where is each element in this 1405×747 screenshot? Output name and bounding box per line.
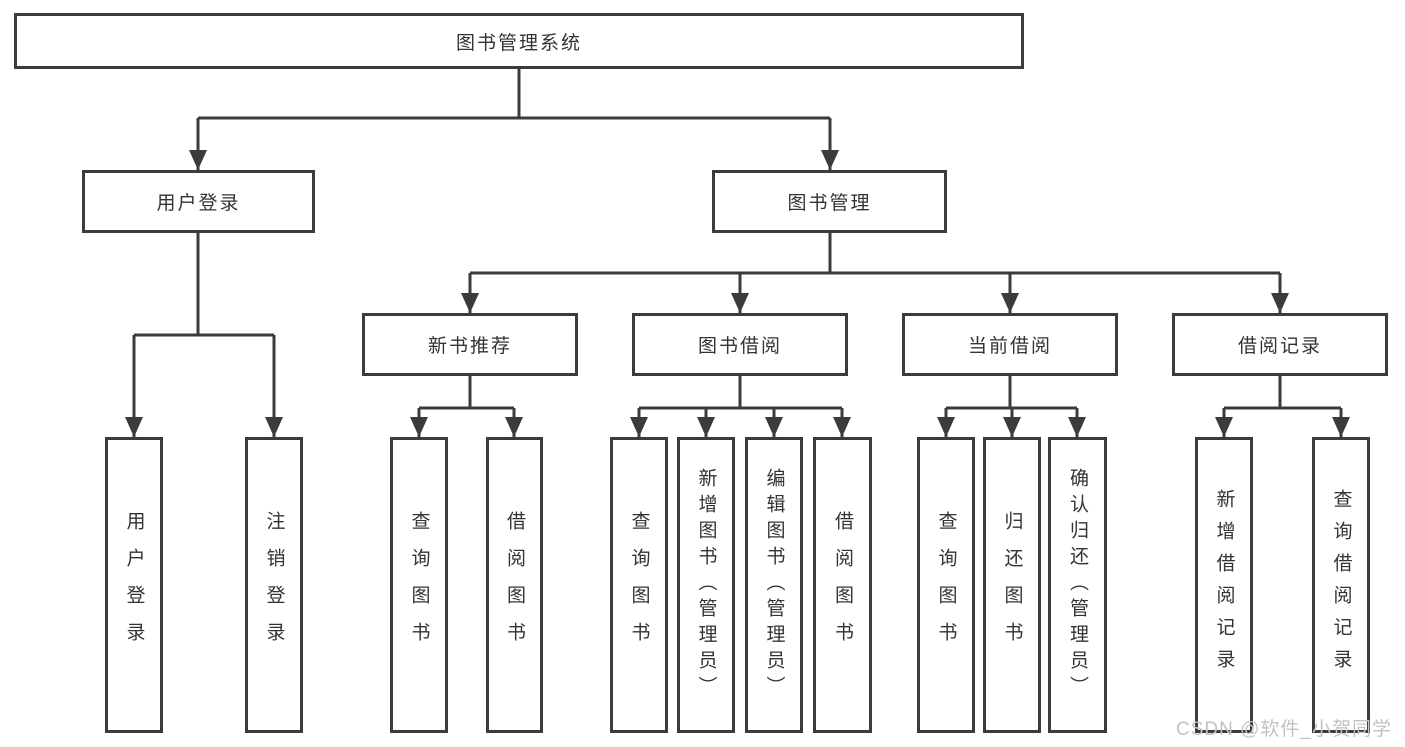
leaf-add-books-admin: 新增图书（管理员） — [677, 437, 735, 733]
leaf-user-login-label: 用户登录 — [123, 511, 145, 659]
leaf-borrow-books-1-label: 借阅图书 — [504, 511, 525, 659]
node-book-borrowing: 图书借阅 — [632, 313, 848, 376]
leaf-borrow-books-2-label: 借阅图书 — [832, 511, 853, 659]
leaf-logout-label: 注销登录 — [263, 511, 285, 659]
leaf-add-books-admin-label: 新增图书（管理员） — [695, 468, 717, 702]
edge-book-borrowing-to-leaves — [630, 376, 851, 437]
leaf-return-books: 归还图书 — [983, 437, 1041, 733]
leaf-return-books-label: 归还图书 — [1001, 511, 1023, 659]
leaf-add-borrow-record-label: 新增借阅记录 — [1213, 489, 1235, 681]
leaf-confirm-return-admin: 确认归还（管理员） — [1048, 437, 1107, 733]
leaf-borrow-books-2: 借阅图书 — [813, 437, 872, 733]
leaf-query-books-3: 查询图书 — [917, 437, 975, 733]
leaf-query-books-2-label: 查询图书 — [628, 511, 650, 659]
edge-book-management-to-level3 — [461, 233, 1289, 313]
leaf-edit-books-admin: 编辑图书（管理员） — [745, 437, 803, 733]
node-new-book-recommend: 新书推荐 — [362, 313, 578, 376]
edge-borrowing-records-to-leaves — [1215, 376, 1350, 437]
leaf-add-borrow-record: 新增借阅记录 — [1195, 437, 1253, 733]
edge-user-login-to-leaves — [125, 233, 283, 437]
node-user-login: 用户登录 — [82, 170, 315, 233]
watermark: CSDN @软件_小贺同学 — [1176, 719, 1392, 740]
leaf-query-books-3-label: 查询图书 — [935, 511, 957, 659]
node-root: 图书管理系统 — [14, 13, 1024, 69]
leaf-query-borrow-record: 查询借阅记录 — [1312, 437, 1370, 733]
leaf-query-books-2: 查询图书 — [610, 437, 668, 733]
node-book-borrowing-label: 图书借阅 — [697, 336, 782, 357]
edge-new-book-recommend-to-leaves — [410, 376, 523, 437]
node-user-login-label: 用户登录 — [156, 193, 241, 214]
edge-root-to-level2 — [189, 69, 839, 170]
node-new-book-recommend-label: 新书推荐 — [427, 336, 512, 357]
node-borrowing-records: 借阅记录 — [1172, 313, 1388, 376]
leaf-query-books-1-label: 查询图书 — [408, 511, 430, 659]
edge-current-borrowing-to-leaves — [937, 376, 1086, 437]
leaf-edit-books-admin-label: 编辑图书（管理员） — [763, 468, 785, 702]
node-current-borrowing: 当前借阅 — [902, 313, 1118, 376]
leaf-borrow-books-1: 借阅图书 — [486, 437, 543, 733]
node-book-management-label: 图书管理 — [787, 193, 872, 214]
leaf-user-login: 用户登录 — [105, 437, 163, 733]
node-root-label: 图书管理系统 — [455, 32, 582, 54]
leaf-query-borrow-record-label: 查询借阅记录 — [1330, 489, 1352, 681]
leaf-query-books-1: 查询图书 — [390, 437, 448, 733]
node-book-management: 图书管理 — [712, 170, 947, 233]
leaf-logout: 注销登录 — [245, 437, 303, 733]
leaf-confirm-return-admin-label: 确认归还（管理员） — [1067, 468, 1088, 702]
node-current-borrowing-label: 当前借阅 — [967, 336, 1052, 357]
node-borrowing-records-label: 借阅记录 — [1237, 336, 1322, 357]
